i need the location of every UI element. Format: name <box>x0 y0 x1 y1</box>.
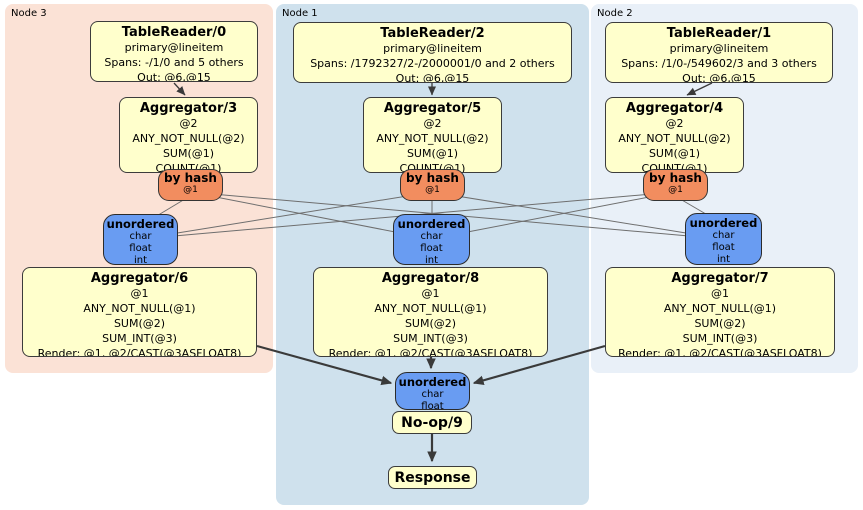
box-line: COUNT(@1) <box>399 162 466 173</box>
box-line: Render: @1, @2/CAST(@3ASFLOAT8) <box>328 347 533 357</box>
unordered-sync-node3: unordered char float int <box>103 214 178 266</box>
box-line: Render: @1, @2/CAST(@3ASFLOAT8) <box>618 347 822 357</box>
box-line: @2 <box>179 117 198 130</box>
box-line: ANY_NOT_NULL(@2) <box>618 132 731 145</box>
box-line: Out: @6,@15 <box>395 72 470 83</box>
sync-line: int <box>424 255 439 266</box>
router-title: by hash <box>164 171 217 185</box>
box-title: Aggregator/3 <box>139 101 238 116</box>
box-title: Response <box>394 469 471 486</box>
sync-line: float <box>420 243 443 254</box>
aggregator-5-box: Aggregator/5 @2 ANY_NOT_NULL(@2) SUM(@1)… <box>363 97 502 173</box>
tablereader-2-box: TableReader/2 primary@lineitem Spans: /1… <box>293 22 572 83</box>
sync-line: int <box>133 255 148 266</box>
box-line: Spans: /1792327/2-/2000001/0 and 2 other… <box>310 57 555 70</box>
unordered-sync-node2: unordered char float int <box>685 213 762 265</box>
hash-router-node2: by hash @1 <box>643 169 708 201</box>
sync-title: unordered <box>398 375 467 389</box>
box-line: @1 <box>130 287 149 300</box>
box-line: ANY_NOT_NULL(@2) <box>132 132 245 145</box>
router-sub: @1 <box>425 185 440 195</box>
response-box: Response <box>388 466 477 489</box>
sync-line: float <box>129 243 152 254</box>
box-line: primary@lineitem <box>124 41 224 54</box>
aggregator-6-box: Aggregator/6 @1 ANY_NOT_NULL(@1) SUM(@2)… <box>22 267 257 357</box>
box-line: Spans: -/1/0 and 5 others <box>104 56 244 69</box>
box-title: Aggregator/7 <box>671 271 769 286</box>
box-line: Spans: /1/0-/549602/3 and 3 others <box>621 57 817 70</box>
sync-title: unordered <box>397 217 466 231</box>
node-label: Node 1 <box>282 8 318 19</box>
box-line: SUM_INT(@3) <box>393 332 468 345</box>
router-sub: @1 <box>668 185 683 195</box>
sync-line: char <box>712 230 735 241</box>
box-line: SUM(@2) <box>113 317 166 330</box>
box-title: TableReader/2 <box>380 26 485 41</box>
node-label: Node 3 <box>11 8 47 19</box>
sync-title: unordered <box>106 217 175 231</box>
box-line: Out: @6,@15 <box>682 72 756 83</box>
hash-router-node1: by hash @1 <box>400 169 465 201</box>
box-title: Aggregator/6 <box>90 271 189 286</box>
sync-line: char <box>420 231 443 242</box>
unordered-sync-final: unordered char float <box>395 372 470 412</box>
box-line: @1 <box>711 287 729 300</box>
box-title: TableReader/0 <box>121 25 227 40</box>
box-line: SUM(@2) <box>404 317 457 330</box>
box-line: SUM_INT(@3) <box>102 332 177 345</box>
box-line: SUM(@1) <box>648 147 701 160</box>
box-line: COUNT(@1) <box>155 162 222 173</box>
box-line: ANY_NOT_NULL(@1) <box>374 302 487 315</box>
sync-line: char <box>129 231 152 242</box>
no-op-box: No-op/9 <box>392 411 472 434</box>
aggregator-7-box: Aggregator/7 @1 ANY_NOT_NULL(@1) SUM(@2)… <box>605 267 835 357</box>
unordered-sync-node1: unordered char float int <box>393 214 470 266</box>
box-line: COUNT(@1) <box>641 162 708 173</box>
hash-router-node3: by hash @1 <box>158 169 223 201</box>
sync-line: float <box>712 242 735 253</box>
box-title: No-op/9 <box>401 414 463 431</box>
tablereader-1-box: TableReader/1 primary@lineitem Spans: /1… <box>605 22 833 83</box>
box-title: TableReader/1 <box>666 26 772 41</box>
box-line: primary@lineitem <box>669 42 769 55</box>
router-title: by hash <box>649 171 702 185</box>
router-title: by hash <box>406 171 459 185</box>
box-line: SUM_INT(@3) <box>682 332 758 345</box>
box-line: Out: @6,@15 <box>137 71 211 82</box>
sync-line: int <box>716 254 731 265</box>
aggregator-4-box: Aggregator/4 @2 ANY_NOT_NULL(@2) SUM(@1)… <box>605 97 744 173</box>
box-line: ANY_NOT_NULL(@1) <box>663 302 777 315</box>
sync-title: unordered <box>689 216 758 230</box>
box-line: @2 <box>665 117 684 130</box>
sync-line: float <box>421 401 444 412</box>
box-title: Aggregator/5 <box>383 101 482 116</box>
box-line: SUM(@1) <box>406 147 459 160</box>
aggregator-8-box: Aggregator/8 @1 ANY_NOT_NULL(@1) SUM(@2)… <box>313 267 548 357</box>
router-sub: @1 <box>183 185 198 195</box>
box-line: primary@lineitem <box>383 42 482 55</box>
box-line: SUM(@2) <box>694 317 746 330</box>
box-line: Render: @1, @2/CAST(@3ASFLOAT8) <box>37 347 242 357</box>
box-line: SUM(@1) <box>162 147 215 160</box>
box-title: Aggregator/8 <box>381 271 480 286</box>
box-line: ANY_NOT_NULL(@1) <box>83 302 196 315</box>
box-title: Aggregator/4 <box>625 101 724 116</box>
sync-line: char <box>421 389 444 400</box>
box-line: @2 <box>423 117 442 130</box>
box-line: ANY_NOT_NULL(@2) <box>376 132 489 145</box>
node-label: Node 2 <box>597 8 633 19</box>
aggregator-3-box: Aggregator/3 @2 ANY_NOT_NULL(@2) SUM(@1)… <box>119 97 258 173</box>
tablereader-0-box: TableReader/0 primary@lineitem Spans: -/… <box>90 21 258 82</box>
box-line: @1 <box>421 287 440 300</box>
